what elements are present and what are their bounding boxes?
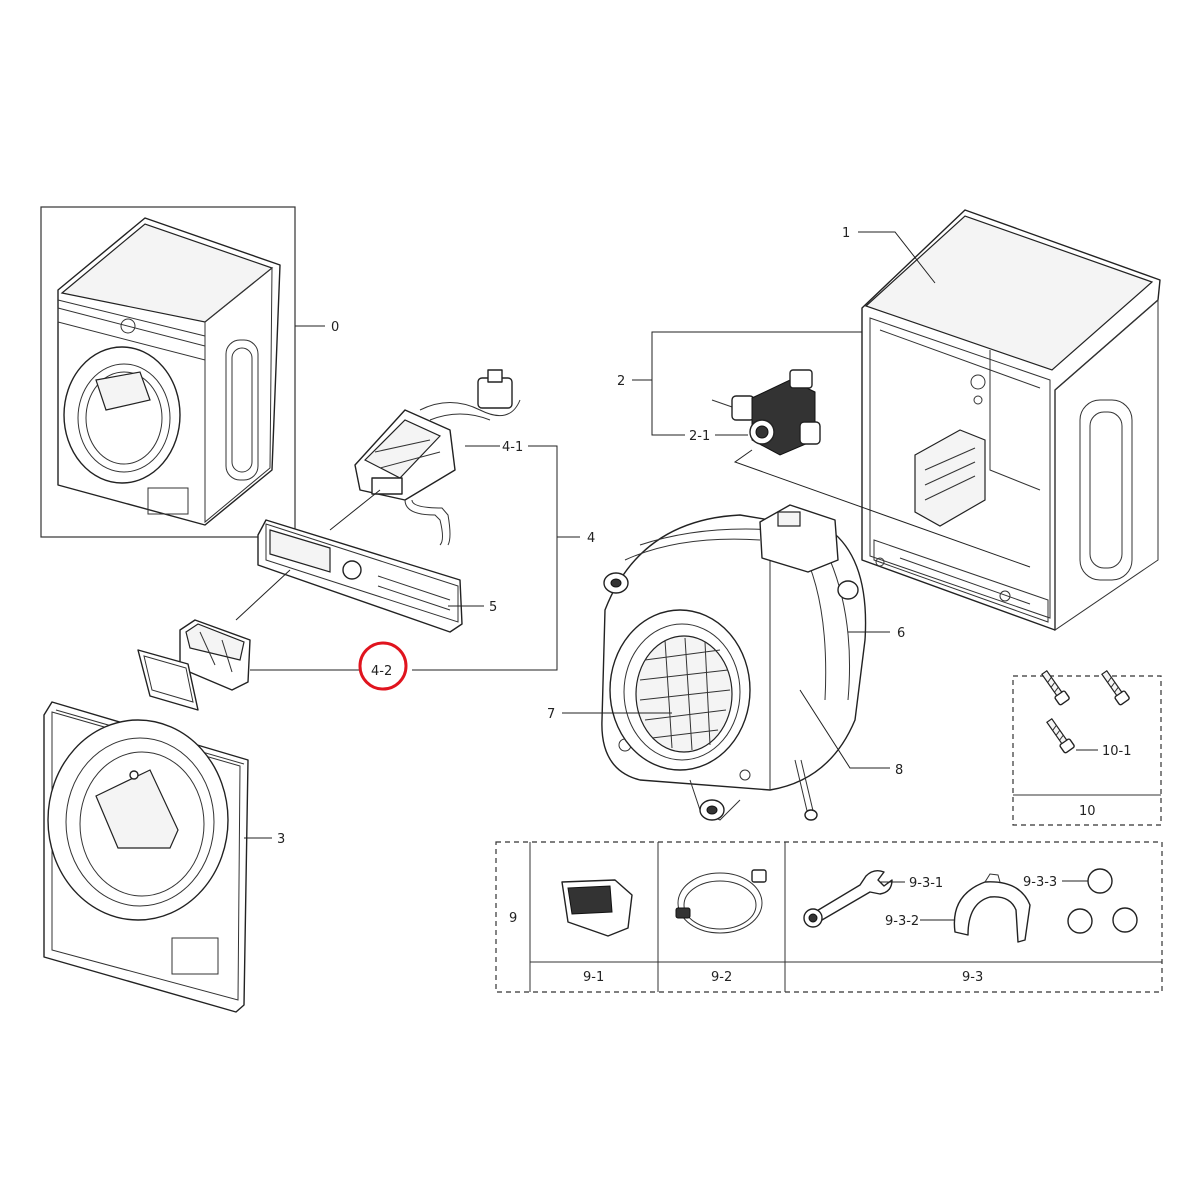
label-0: 0	[331, 320, 339, 335]
label-1: 1	[842, 226, 850, 241]
part-7-drum[interactable]	[609, 609, 751, 771]
label-9-3-1: 9-3-1	[909, 876, 943, 891]
label-4-2[interactable]: 4-2	[371, 664, 392, 679]
label-9-3-3: 9-3-3	[1023, 875, 1057, 890]
label-9-2: 9-2	[711, 970, 732, 985]
part-9-1-cap[interactable]	[561, 879, 633, 937]
part-3-front-panel[interactable]	[43, 701, 249, 1013]
part-5-control-panel[interactable]	[257, 519, 463, 633]
part-4-1-detergent-housing[interactable]	[354, 369, 521, 546]
part-9-3-2-hose-guide[interactable]	[953, 873, 1031, 943]
label-2-1: 2-1	[689, 429, 710, 444]
label-4: 4	[587, 531, 595, 546]
part-9-3-3-caps[interactable]	[1067, 868, 1138, 934]
part-9-3-1-spanner[interactable]	[803, 869, 893, 928]
part-10-group	[1012, 675, 1162, 826]
part-0-complete-washer[interactable]	[40, 206, 296, 538]
label-10-1: 10-1	[1102, 744, 1132, 759]
part-9-2-inlet-hose[interactable]	[675, 869, 767, 934]
label-6: 6	[897, 626, 905, 641]
part-10-1-screws[interactable]	[1039, 669, 1130, 754]
part-9-accessory-table	[495, 841, 1163, 993]
part-1-cabinet[interactable]	[861, 209, 1161, 631]
label-10: 10	[1079, 804, 1096, 819]
label-8: 8	[895, 763, 903, 778]
label-9: 9	[509, 911, 517, 926]
part-4-2-detergent-drawer[interactable]	[137, 619, 251, 711]
label-5: 5	[489, 600, 497, 615]
label-9-3: 9-3	[962, 970, 983, 985]
part-2-1-water-valve[interactable]	[711, 369, 821, 456]
label-7: 7	[547, 707, 555, 722]
label-9-1: 9-1	[583, 970, 604, 985]
label-9-3-2: 9-3-2	[885, 914, 919, 929]
label-2: 2	[617, 374, 625, 389]
highlight-ring-4-2	[358, 641, 408, 691]
label-3: 3	[277, 832, 285, 847]
label-4-1: 4-1	[502, 440, 523, 455]
